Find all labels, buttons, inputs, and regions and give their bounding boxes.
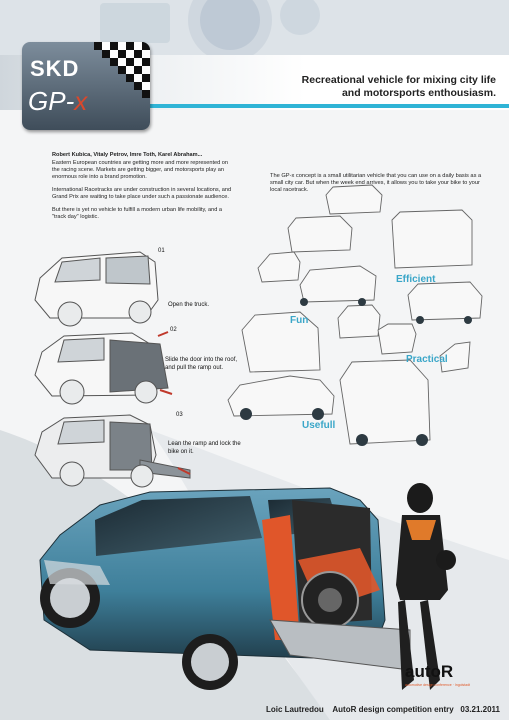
- intro-paragraph-1: Eastern European countries are getting m…: [52, 160, 228, 180]
- footer-event: AutoR design competition entry: [332, 705, 454, 714]
- logo-model: GP-x: [28, 86, 87, 117]
- keyword-usefull: Usefull: [302, 420, 336, 431]
- step-1-car-sketch: [34, 251, 159, 327]
- concept-text: The GP-x concept is a small utilitarian …: [270, 173, 482, 194]
- footer: Loic Lautredou AutoR design competition …: [260, 705, 500, 714]
- logo-brand: SKD: [30, 56, 80, 81]
- skd-gpx-logo: SKD GP-x: [22, 42, 150, 130]
- intro-paragraph-3: But there is yet no vehicle to fulfill a…: [52, 207, 222, 220]
- step-2-car-sketch: [34, 331, 173, 405]
- logo-model-prefix: GP-: [28, 86, 75, 116]
- footer-author: Loic Lautredou: [266, 705, 324, 714]
- autor-logo-subtitle: automotive design conference · Ingolstad…: [405, 683, 470, 687]
- headline: Recreational vehicle for mixing city lif…: [260, 74, 496, 100]
- step-2-number: 02: [170, 327, 177, 333]
- headline-line-1: Recreational vehicle for mixing city lif…: [301, 74, 496, 86]
- keyword-practical: Practical: [406, 354, 448, 365]
- racer-figure: [396, 483, 456, 690]
- keyword-fun: Fun: [290, 315, 309, 326]
- checkered-flag-icon: [94, 42, 150, 98]
- intro-names: Robert Kubica, Vitaly Petrov, Imre Toth,…: [52, 152, 203, 158]
- autor-logo: autoR: [405, 662, 454, 681]
- step-3-caption: Lean the ramp and lock the bike on it.: [168, 441, 241, 455]
- keyword-efficient: Efficient: [396, 274, 436, 285]
- intro-text: Robert Kubica, Vitaly Petrov, Imre Toth,…: [52, 152, 234, 227]
- step-2-caption: Slide the door into the roof, and pull t…: [165, 357, 238, 371]
- step-3-car-sketch: [34, 414, 191, 488]
- logo-model-suffix: x: [74, 86, 88, 116]
- step-3-number: 03: [176, 412, 183, 418]
- headline-line-2: and motorsports enthousiasm.: [341, 87, 496, 99]
- footer-date: 03.21.2011: [460, 705, 500, 714]
- concept-wheels: [240, 298, 472, 446]
- hero-car: [39, 487, 411, 690]
- step-1-number: 01: [158, 248, 165, 254]
- accent-line: [150, 104, 509, 108]
- intro-paragraph-2: International Racetracks are under const…: [52, 187, 232, 200]
- step-1-caption: Open the truck.: [168, 302, 210, 308]
